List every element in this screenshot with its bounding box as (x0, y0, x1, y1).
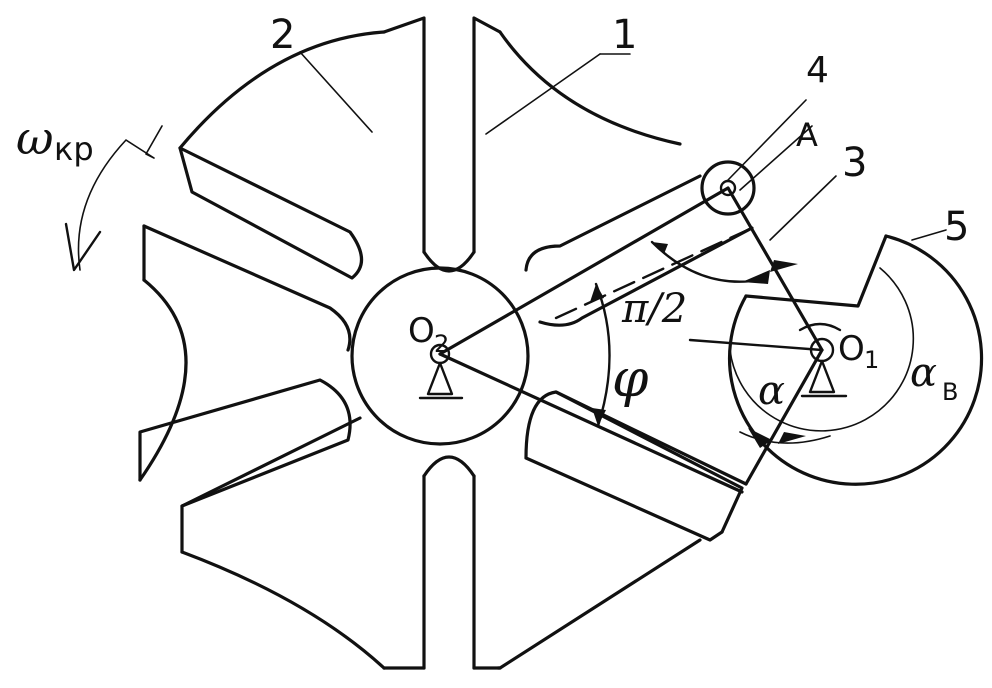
label-alpha: α (758, 368, 785, 414)
slot-lower-right-end (554, 390, 744, 534)
hub-circle (350, 266, 530, 446)
alpha-arc (739, 431, 831, 444)
label-o2: O (408, 311, 435, 351)
slot-upper-left (178, 146, 364, 280)
phi-arrow-top (590, 284, 604, 302)
label-o1-subscript: 1 (864, 346, 879, 374)
slot-bottom-end (422, 455, 476, 478)
disk-outer-arc (727, 234, 984, 486)
label-part-5: 5 (944, 204, 969, 250)
leader-4 (727, 99, 807, 181)
hub-arc (798, 322, 842, 332)
arc-lower-left (180, 550, 386, 670)
slot-top-end (422, 250, 476, 273)
slot-upper-right (524, 174, 754, 327)
omega-arrow (77, 125, 163, 271)
dashed-slot-axis (554, 226, 754, 320)
arrow-upper-1 (742, 270, 770, 284)
arrow-lower-2 (778, 432, 806, 444)
phi-arc (594, 282, 611, 428)
disk-inner-circle (729, 267, 915, 432)
label-part-2: 2 (270, 12, 295, 58)
line-o2-lower (438, 352, 744, 494)
arc-upper-left (178, 30, 386, 150)
locking-disk (727, 234, 984, 486)
arrow-lower-1 (748, 428, 772, 448)
arc-left (138, 278, 188, 482)
leader-1 (485, 53, 601, 135)
label-alpha-b-subscript: B (942, 378, 958, 406)
slot-bottom (422, 474, 476, 670)
leader-a (739, 125, 813, 191)
label-point-a: A (796, 116, 818, 154)
label-part-3: 3 (842, 140, 867, 186)
arrow-upper-2 (770, 260, 798, 272)
pivot-o1-support-icon (800, 337, 848, 398)
geneva-wheel (138, 16, 754, 670)
line-o1-left (688, 338, 824, 352)
line-o1-lower (744, 348, 824, 486)
roller-pin (719, 179, 737, 197)
pivot-o2-support-icon (418, 343, 464, 400)
leader-2 (299, 51, 373, 133)
slot-lower-left (138, 378, 352, 554)
phi-arrow-bottom (592, 408, 606, 426)
disk-cutout (744, 234, 888, 308)
label-alpha-b: α (910, 350, 937, 396)
slot-top (382, 16, 502, 254)
arc-upper-right (498, 30, 682, 146)
slot-left (142, 224, 352, 352)
label-part-4: 4 (806, 50, 829, 91)
roller (700, 160, 756, 216)
label-phi: φ (612, 349, 649, 409)
omega-arrowhead (64, 222, 102, 272)
slot-lower-left-2 (180, 416, 362, 508)
label-o2-subscript: 2 (434, 330, 449, 358)
line-o2-a (438, 186, 730, 356)
bottom-edge (382, 538, 702, 670)
label-pi-half: π/2 (621, 286, 687, 332)
label-omega-subscript: кр (54, 130, 94, 168)
label-o1: O (838, 329, 865, 369)
label-omega: ω (16, 111, 54, 165)
leader-3 (769, 175, 837, 241)
leader-5 (911, 229, 947, 241)
slot-lower-right (524, 390, 748, 542)
label-part-1: 1 (612, 12, 637, 58)
pi-half-arrow (652, 242, 668, 254)
